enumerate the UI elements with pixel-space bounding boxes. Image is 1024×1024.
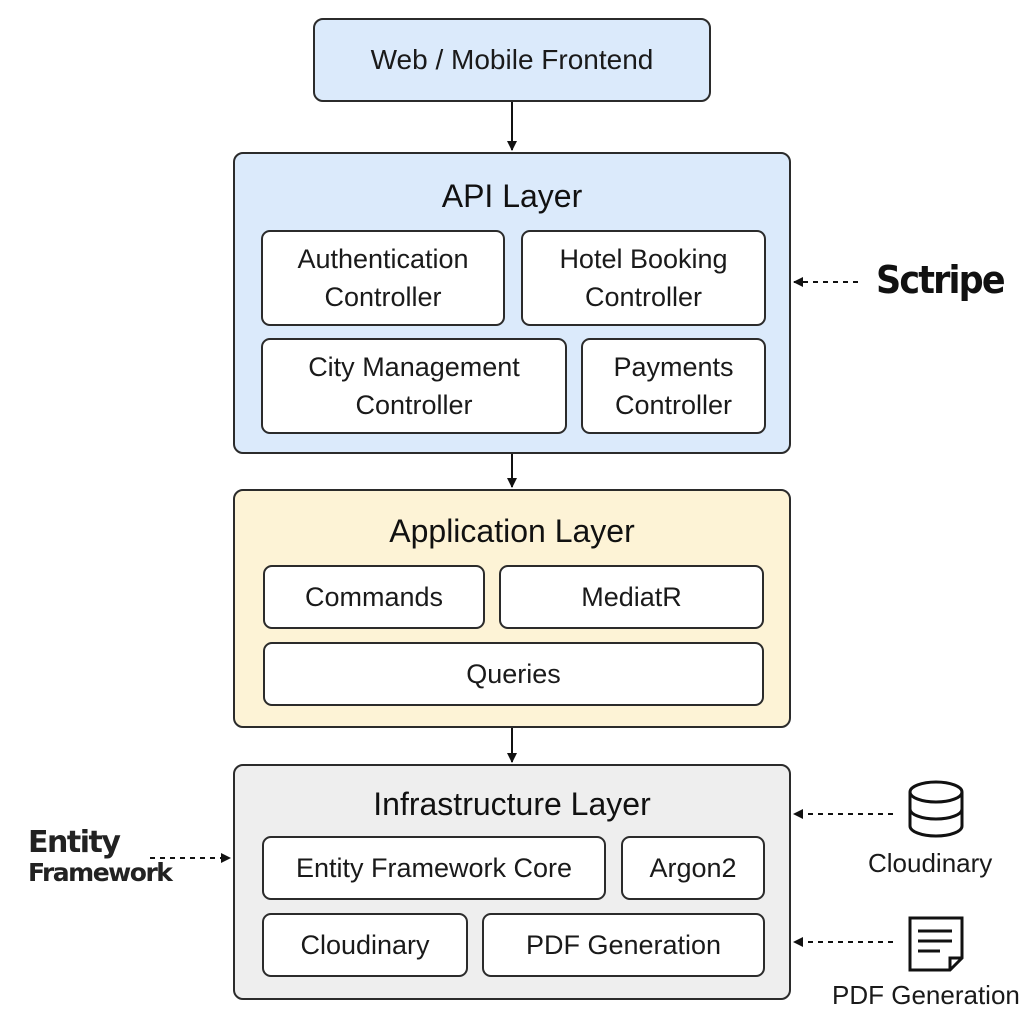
frontend-box: Web / Mobile Frontend bbox=[313, 18, 711, 102]
ef-logo-line1: Entity bbox=[28, 825, 121, 860]
entity-framework-core-component: Entity Framework Core bbox=[262, 836, 606, 900]
queries-component: Queries bbox=[263, 642, 764, 706]
application-layer: Application Layer Commands MediatR Queri… bbox=[233, 489, 791, 728]
payments-controller: Payments Controller bbox=[581, 338, 766, 434]
infrastructure-layer-title: Infrastructure Layer bbox=[373, 786, 651, 822]
stripe-logo: Sctripe bbox=[876, 258, 1006, 302]
city-management-controller: City Management Controller bbox=[261, 338, 567, 434]
argon2-component: Argon2 bbox=[621, 836, 765, 900]
mediatr-component: MediatR bbox=[499, 565, 764, 629]
authentication-controller: Authentication Controller bbox=[261, 230, 505, 326]
entity-framework-logo: Entity Framework bbox=[28, 825, 173, 888]
infrastructure-layer: Infrastructure Layer Entity Framework Co… bbox=[233, 764, 791, 1000]
cloudinary-component: Cloudinary bbox=[262, 913, 468, 977]
cloudinary-label: Cloudinary bbox=[868, 848, 993, 878]
commands-component: Commands bbox=[263, 565, 485, 629]
frontend-label: Web / Mobile Frontend bbox=[370, 44, 654, 75]
pdf-generation-component: PDF Generation bbox=[482, 913, 765, 977]
database-icon bbox=[908, 780, 964, 838]
pdf-generation-label: PDF Generation bbox=[832, 980, 1020, 1010]
api-layer: API Layer Authentication Controller Hote… bbox=[233, 152, 791, 454]
document-icon bbox=[908, 916, 964, 972]
ef-logo-line2: Framework bbox=[28, 858, 173, 887]
api-layer-title: API Layer bbox=[441, 178, 583, 214]
hotel-booking-controller: Hotel Booking Controller bbox=[521, 230, 766, 326]
application-layer-title: Application Layer bbox=[389, 513, 635, 549]
